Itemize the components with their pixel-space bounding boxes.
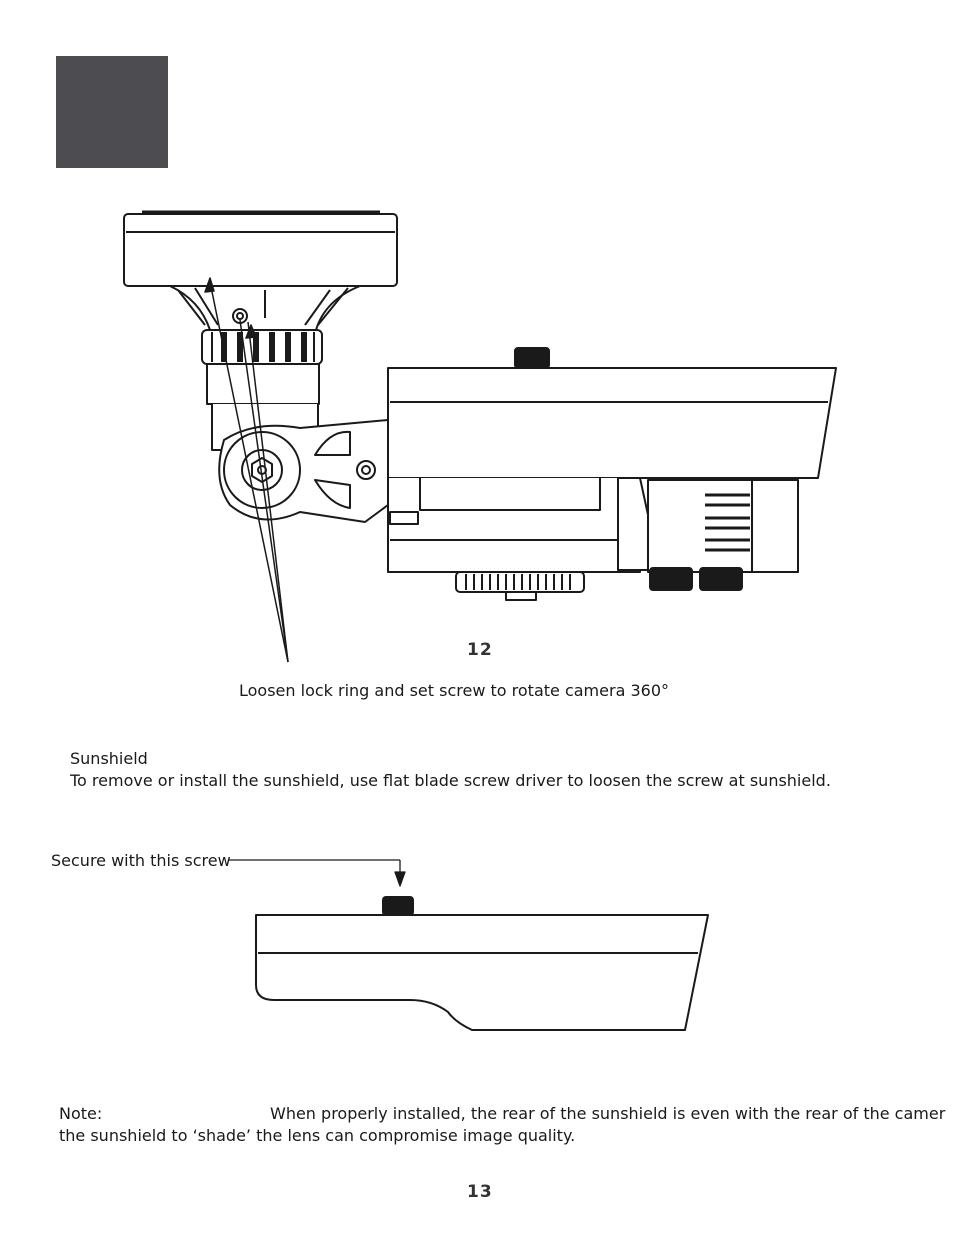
sunshield-instructions: To remove or install the sunshield, use … [70, 771, 831, 790]
camera-housing [387, 347, 837, 601]
note-text-line-1: When properly installed, the rear of the… [270, 1104, 946, 1123]
sunshield-body [255, 896, 709, 1031]
page-number-upper: 12 [467, 640, 493, 660]
section-tab-block [56, 56, 168, 168]
sunshield-screw-callout: Secure with this screw [51, 851, 231, 870]
page-number-lower: 13 [467, 1182, 493, 1202]
note-text-line-2: the sunshield to ‘shade’ the lens can co… [59, 1126, 576, 1145]
lock-ring [201, 329, 323, 365]
camera-bracket-illustration [123, 210, 837, 663]
callout-arrows [204, 277, 289, 663]
bracket-knuckle [218, 419, 389, 523]
sunshield-heading: Sunshield [70, 749, 148, 768]
note-label: Note: [59, 1104, 103, 1123]
figure-caption: Loosen lock ring and set screw to rotate… [239, 681, 669, 700]
mounting-base [123, 210, 398, 287]
sunshield-callout-line [228, 859, 406, 887]
